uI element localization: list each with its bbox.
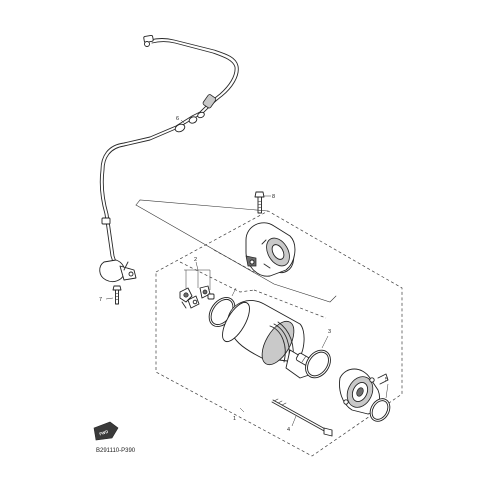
through-bolt (271, 398, 333, 437)
callout-1: 1 (233, 416, 236, 422)
callout-2: 2 (194, 257, 197, 263)
callout-6: 6 (176, 116, 179, 122)
cable-clip (101, 217, 111, 225)
o-ring-right (369, 398, 391, 422)
cable-grommet (202, 94, 217, 109)
callout-7: 7 (99, 297, 102, 303)
callout-8: 8 (272, 194, 275, 200)
cable-clamp-b (188, 116, 198, 124)
starter-armature (222, 300, 321, 379)
cable-clamp-a (174, 123, 186, 133)
callout-5: 5 (385, 377, 388, 383)
bolt-8 (254, 191, 265, 214)
callout-4: 4 (287, 427, 290, 433)
fwd-badge: FWD (93, 421, 119, 441)
o-ring-middle (305, 349, 331, 379)
starter-front-cover (339, 368, 389, 415)
fwd-badge-text: FWD (99, 429, 109, 437)
bolt-7 (112, 285, 122, 305)
cable-terminal-boot (99, 259, 125, 283)
brush-holder-set (179, 269, 215, 309)
diagram-code: B291110-P390 (96, 448, 136, 454)
starter-cable (99, 34, 239, 283)
starter-rear-cover (245, 222, 296, 277)
callout-3: 3 (328, 329, 331, 335)
